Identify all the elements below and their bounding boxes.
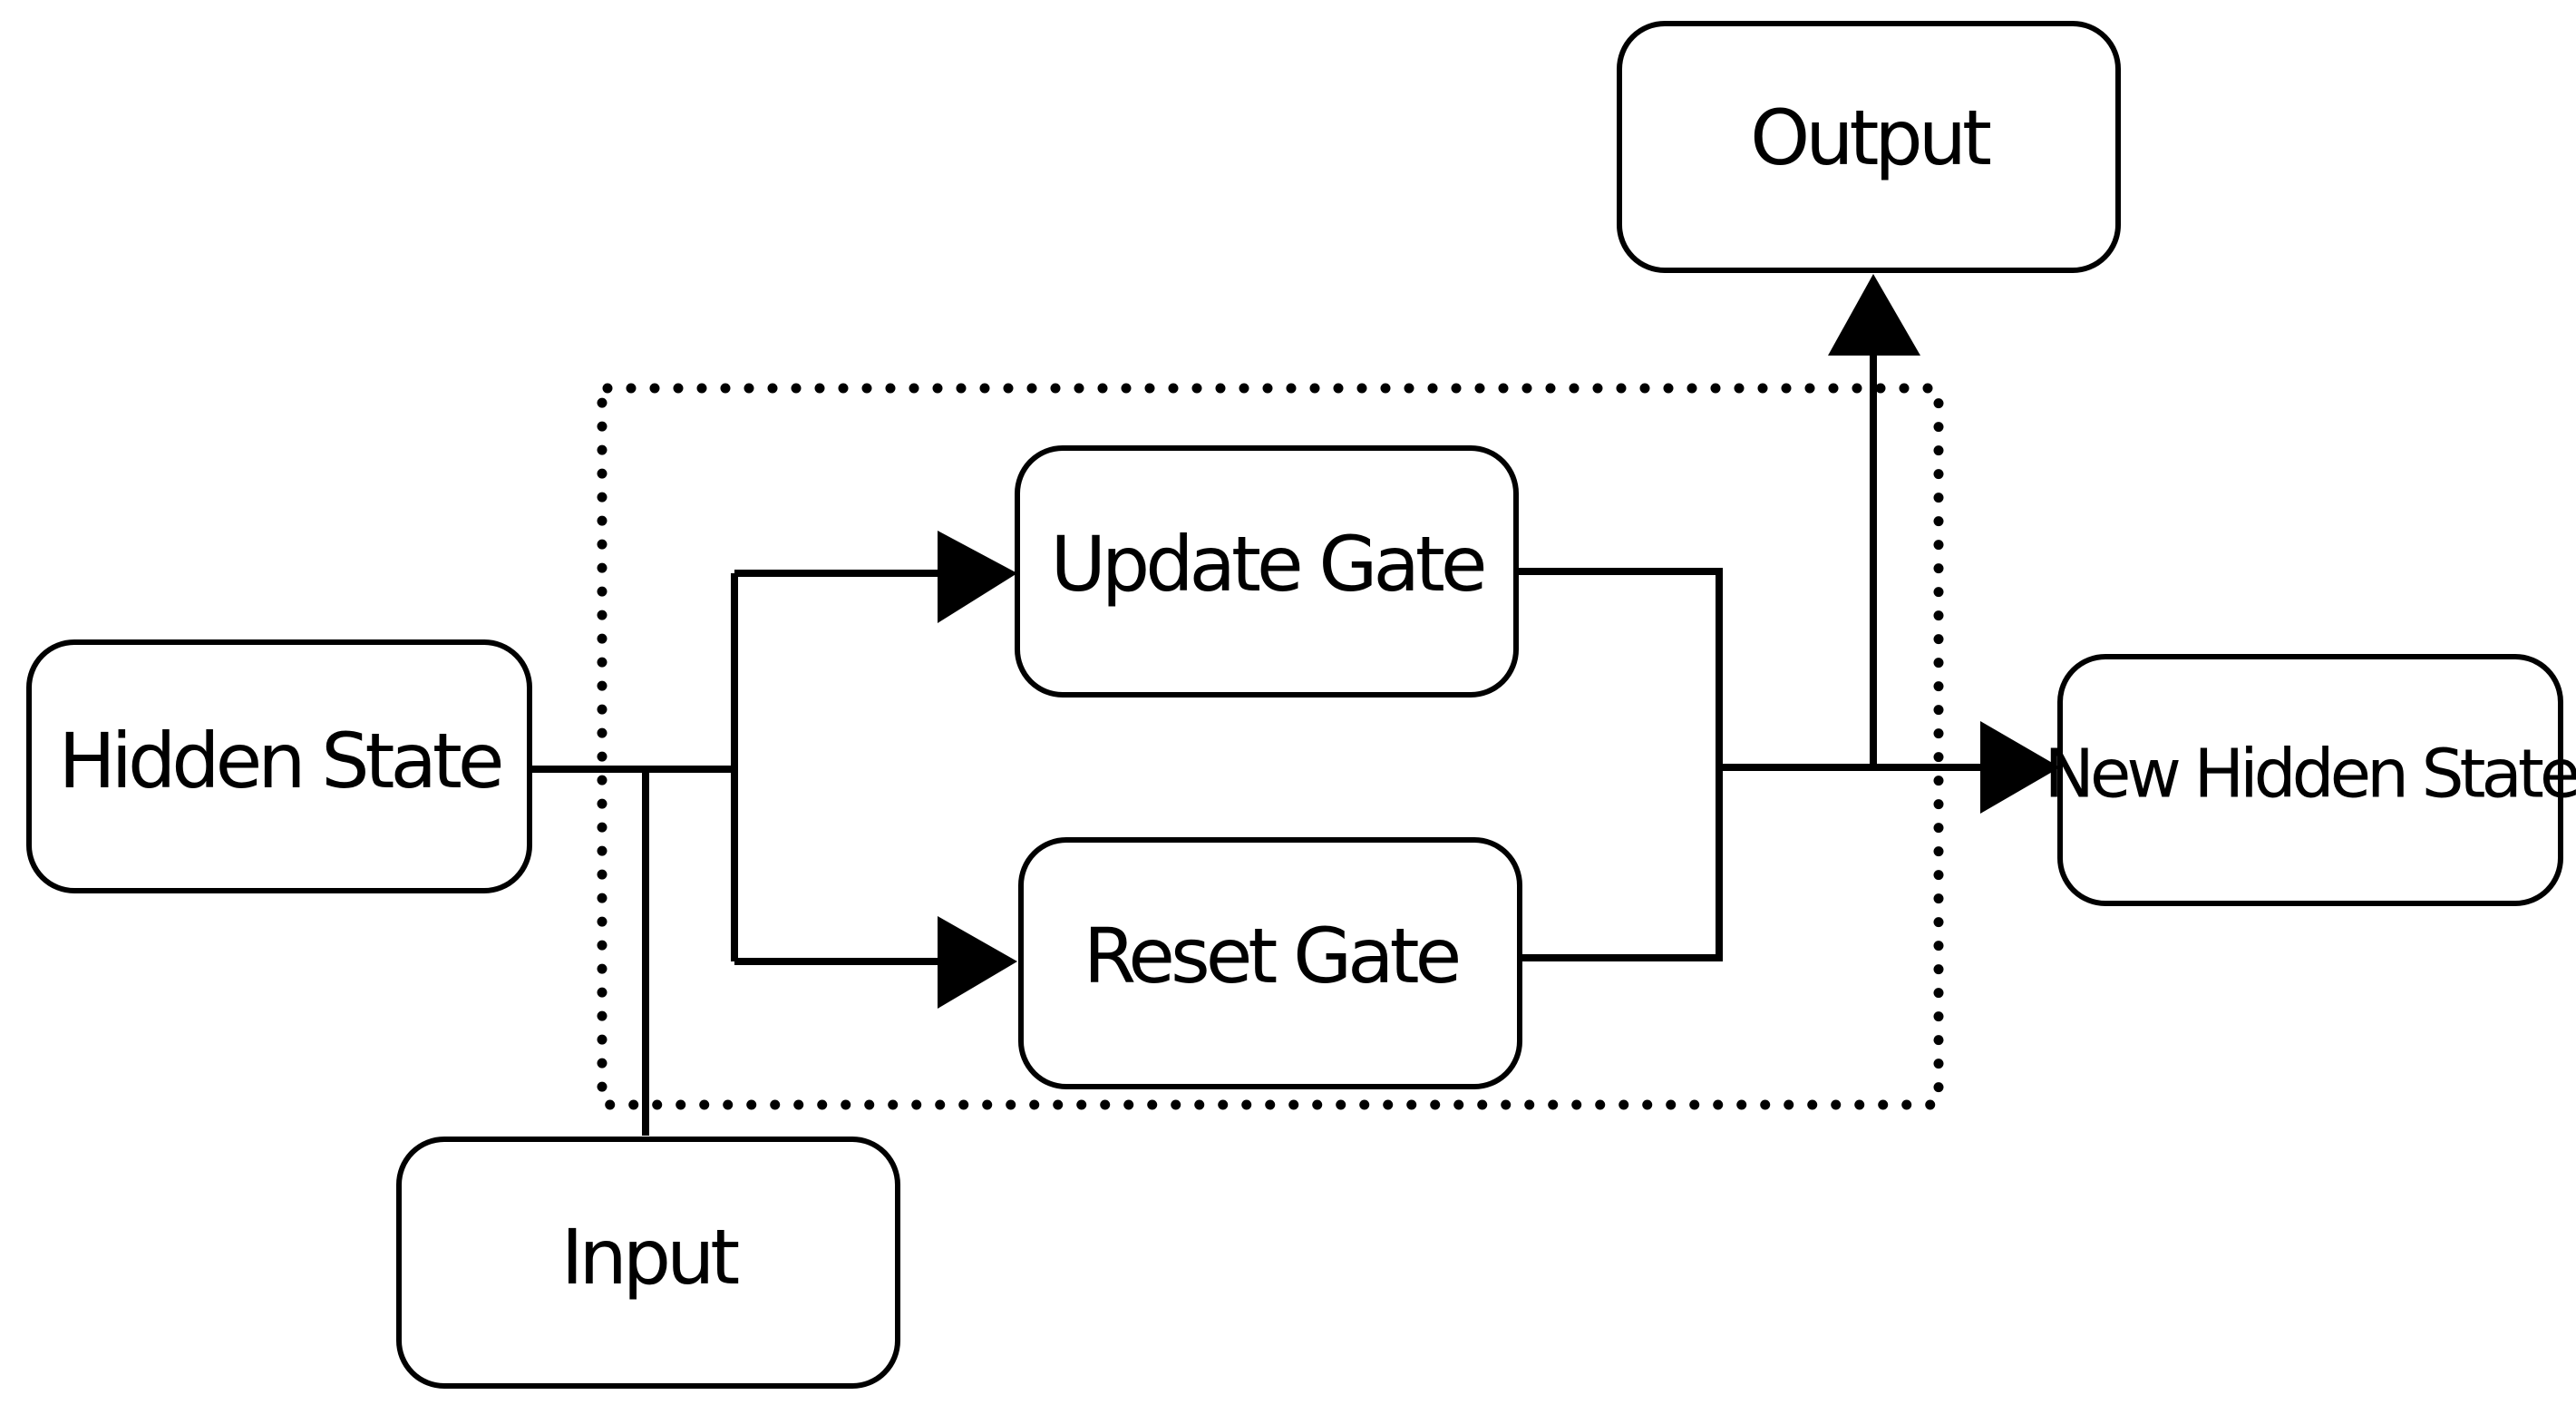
output-arrow-icon: [1828, 274, 1920, 356]
node-update-gate: Update Gate: [1015, 445, 1519, 698]
hidden-state-label: Hidden State: [58, 717, 501, 805]
update-gate-label: Update Gate: [1050, 520, 1483, 609]
output-label: Output: [1750, 93, 1990, 182]
reset-gate-label: Reset Gate: [1084, 912, 1459, 1000]
new-hidden-state-arrow-icon: [1980, 721, 2060, 814]
node-reset-gate: Reset Gate: [1018, 837, 1522, 1089]
update-gate-arrow-icon: [938, 531, 1017, 623]
cell-boundary: [597, 383, 1944, 1110]
node-hidden-state: Hidden State: [26, 639, 532, 893]
arrowheads: [938, 274, 2060, 1009]
reset-gate-arrow-icon: [938, 916, 1017, 1009]
update-gate-out-wire: [1516, 568, 1723, 961]
input-label: Input: [561, 1213, 739, 1302]
node-output: Output: [1617, 21, 2121, 273]
node-input: Input: [396, 1137, 900, 1389]
new-hidden-state-label: New Hidden State: [2045, 736, 2576, 814]
connections: [526, 345, 1986, 1136]
node-new-hidden-state: New Hidden State: [2045, 654, 2576, 906]
